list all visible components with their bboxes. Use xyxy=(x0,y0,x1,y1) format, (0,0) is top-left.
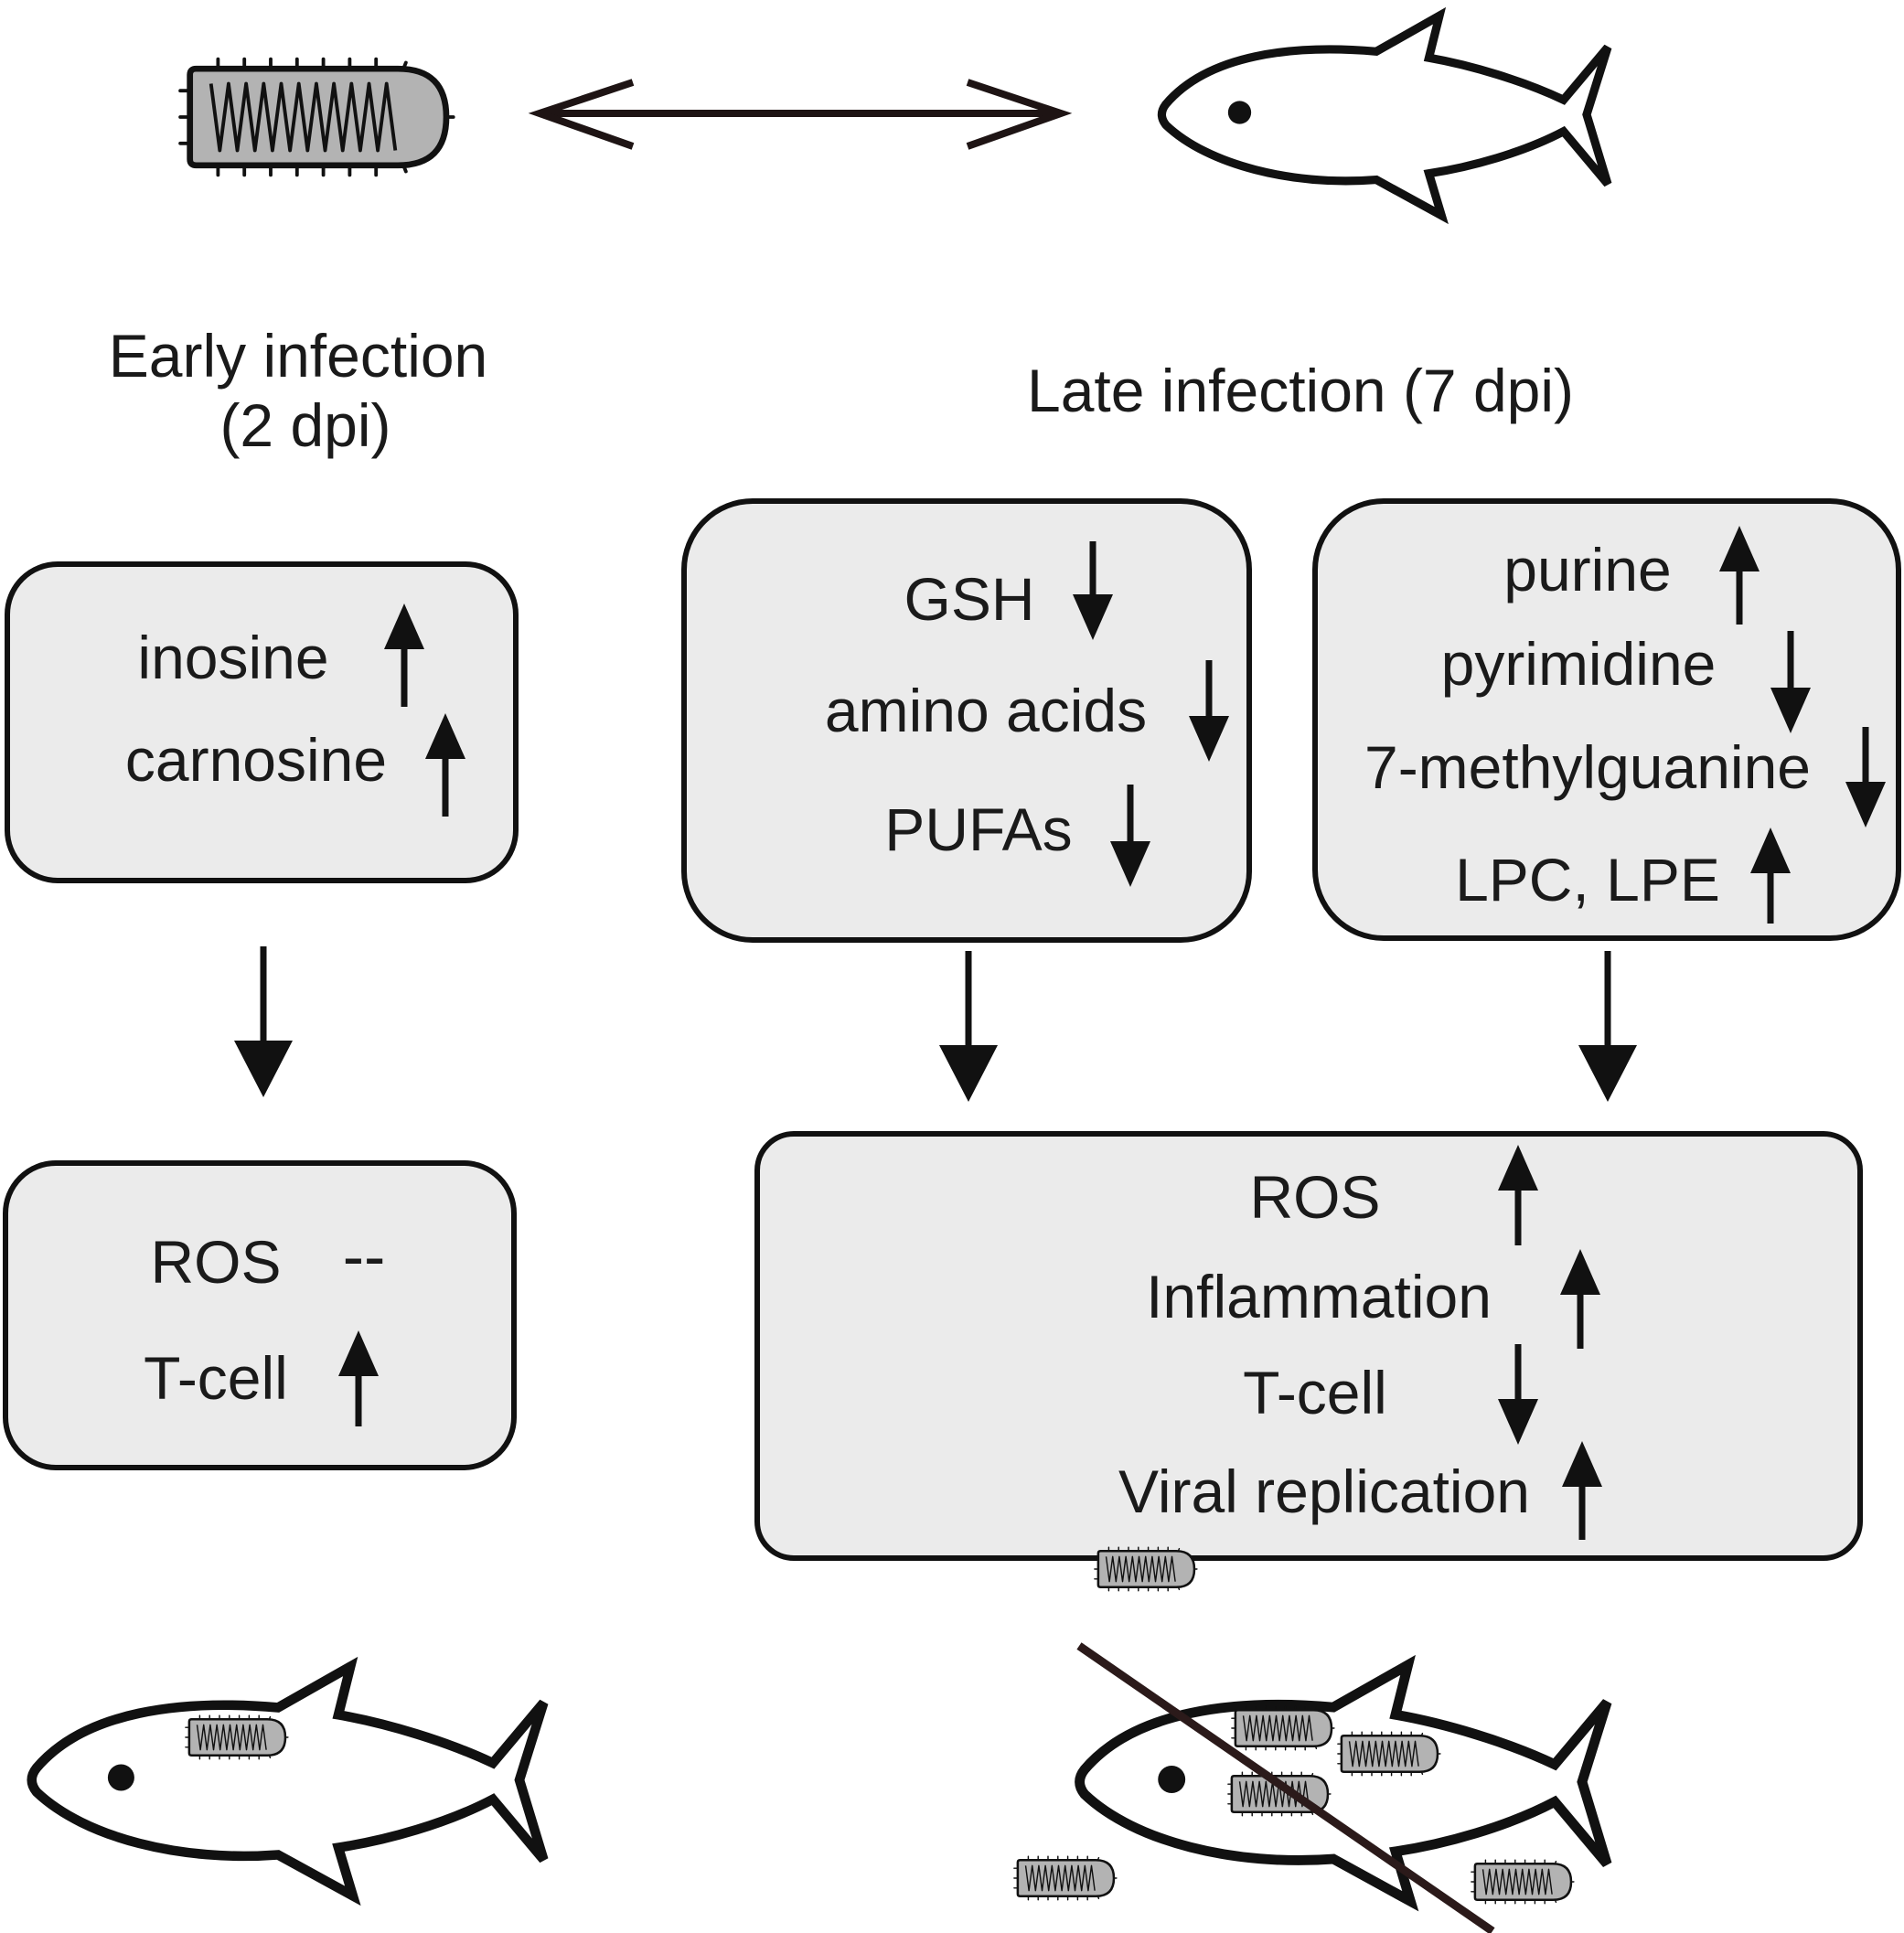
svg-text:T-cell: T-cell xyxy=(1243,1359,1387,1426)
svg-text:T-cell: T-cell xyxy=(144,1344,288,1412)
list-item: 7-methylguanine xyxy=(1364,727,1886,828)
list-item: carnosine xyxy=(125,713,465,817)
list-item: Viral replication xyxy=(1118,1441,1602,1540)
late-result-box: ROS Inflammation T-cell Viral replicatio… xyxy=(754,1131,1863,1561)
list-item: T-cell xyxy=(144,1330,379,1426)
list-item: purine xyxy=(1503,526,1760,625)
up-arrow-icon xyxy=(1560,1249,1600,1349)
early-result-box: ROS -- T-cell xyxy=(3,1160,517,1470)
up-arrow-icon xyxy=(338,1330,379,1426)
list-item: PUFAs xyxy=(884,785,1150,887)
virus-icon xyxy=(180,59,454,176)
up-arrow-icon xyxy=(1562,1441,1602,1540)
down-arrow-icon xyxy=(1845,727,1886,828)
down-arrow-icon xyxy=(939,951,998,1102)
early-infection-dpi: (2 dpi) xyxy=(219,391,390,459)
up-arrow-icon xyxy=(1719,526,1760,625)
svg-text:7-methylguanine: 7-methylguanine xyxy=(1364,733,1811,801)
fish-icon xyxy=(1161,16,1608,216)
down-arrow-icon xyxy=(1110,785,1150,887)
list-item: pyrimidine xyxy=(1441,630,1811,733)
down-arrow-icon xyxy=(1073,541,1113,640)
up-arrow-icon xyxy=(1750,828,1791,924)
svg-text:inosine: inosine xyxy=(137,624,328,691)
up-arrow-icon xyxy=(1498,1145,1538,1245)
svg-text:amino acids: amino acids xyxy=(825,677,1147,744)
down-arrow-icon xyxy=(1770,631,1811,733)
early-infection-heading: Early infection xyxy=(109,322,488,390)
list-item: T-cell xyxy=(1243,1344,1538,1445)
no-change-indicator: -- xyxy=(343,1221,386,1292)
svg-text:purine: purine xyxy=(1503,536,1671,603)
list-item: LPC, LPE xyxy=(1455,828,1791,924)
late-metabolite-box-left: GSH amino acids PUFAs xyxy=(681,498,1252,943)
svg-text:Inflammation: Inflammation xyxy=(1146,1263,1492,1330)
svg-text:LPC, LPE: LPC, LPE xyxy=(1455,846,1720,913)
list-item: inosine xyxy=(137,603,424,707)
late-metabolite-box-right: purine pyrimidine 7-methylguanine LPC, L… xyxy=(1312,498,1901,941)
down-arrow-icon xyxy=(1578,951,1637,1102)
up-arrow-icon xyxy=(384,603,424,707)
svg-text:Viral replication: Viral replication xyxy=(1118,1458,1530,1525)
list-item: amino acids xyxy=(825,660,1229,762)
double-arrow-icon xyxy=(528,79,1073,150)
dead-fish-icon xyxy=(1012,1545,1607,1933)
list-item: ROS xyxy=(1249,1145,1538,1245)
down-arrow-icon xyxy=(1498,1344,1538,1445)
down-arrow-icon xyxy=(234,946,293,1097)
svg-text:GSH: GSH xyxy=(904,565,1034,633)
svg-text:ROS: ROS xyxy=(1249,1163,1380,1231)
svg-text:pyrimidine: pyrimidine xyxy=(1441,630,1717,698)
early-metabolite-box: inosine carnosine xyxy=(5,561,519,883)
svg-text:carnosine: carnosine xyxy=(125,726,387,794)
svg-text:ROS: ROS xyxy=(150,1228,281,1296)
late-infection-heading: Late infection (7 dpi) xyxy=(1027,357,1574,424)
list-item: GSH xyxy=(904,541,1113,640)
svg-text:PUFAs: PUFAs xyxy=(884,796,1072,863)
down-arrow-icon xyxy=(1189,660,1229,762)
strike-through-line xyxy=(1076,1642,1495,1933)
up-arrow-icon xyxy=(425,713,465,817)
list-item: ROS -- xyxy=(150,1221,385,1296)
list-item: Inflammation xyxy=(1146,1249,1600,1349)
infected-fish-icon xyxy=(32,1667,544,1896)
